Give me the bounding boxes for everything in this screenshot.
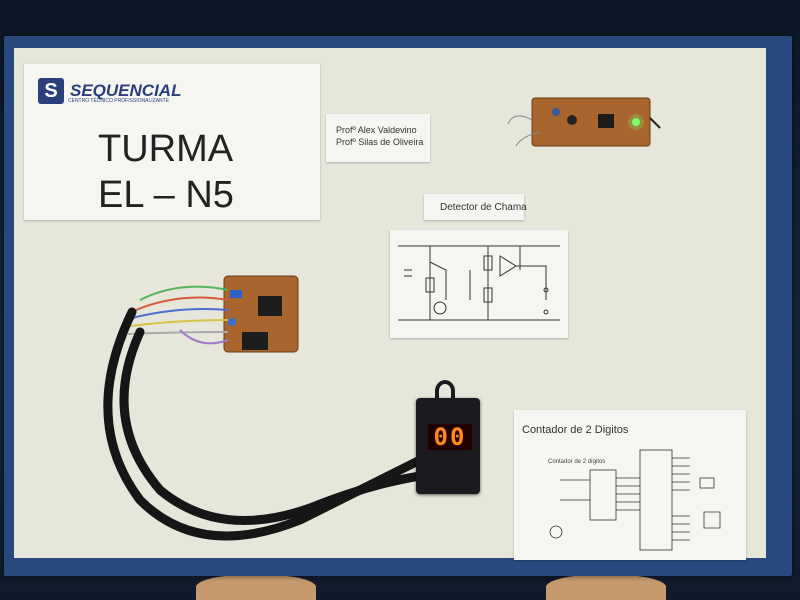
detector-label-paper xyxy=(424,194,524,220)
detector-label: Detector de Chama xyxy=(440,202,527,213)
easel-stand-left xyxy=(196,574,316,600)
counter-schematic xyxy=(549,449,721,551)
professors-label: Profº Alex Valdevino Profº Silas de Oliv… xyxy=(336,124,423,148)
sequencial-logo: S SEQUENCIAL xyxy=(38,78,181,104)
title-paper xyxy=(24,64,320,220)
logo-brand: SEQUENCIAL xyxy=(70,81,182,100)
counter-pcb xyxy=(223,275,299,353)
ribbon-wires xyxy=(127,285,229,345)
counter-sub-label: Contador de 2 dígitos xyxy=(548,459,606,465)
logo-tagline: CENTRO TÉCNICO PROFISSIONALIZANTE xyxy=(68,98,170,104)
detector-schematic xyxy=(398,245,560,321)
class-title: TURMA EL – N5 xyxy=(98,126,234,218)
seven-segment-digits: 00 xyxy=(428,424,472,450)
counter-label: Contador de 2 Digitos xyxy=(522,424,629,436)
professor-1: Profº Alex Valdevino xyxy=(336,125,417,135)
flame-detector-pcb xyxy=(507,97,661,147)
professor-2: Profº Silas de Oliveira xyxy=(336,137,424,147)
counter-schematic-paper xyxy=(514,410,746,560)
display-cables xyxy=(103,307,425,541)
class-title-line1: TURMA xyxy=(98,128,234,170)
class-title-line2: EL – N5 xyxy=(98,174,234,216)
easel-stand-right xyxy=(546,574,666,600)
logo-icon: S xyxy=(38,78,64,104)
professors-paper xyxy=(326,114,430,162)
